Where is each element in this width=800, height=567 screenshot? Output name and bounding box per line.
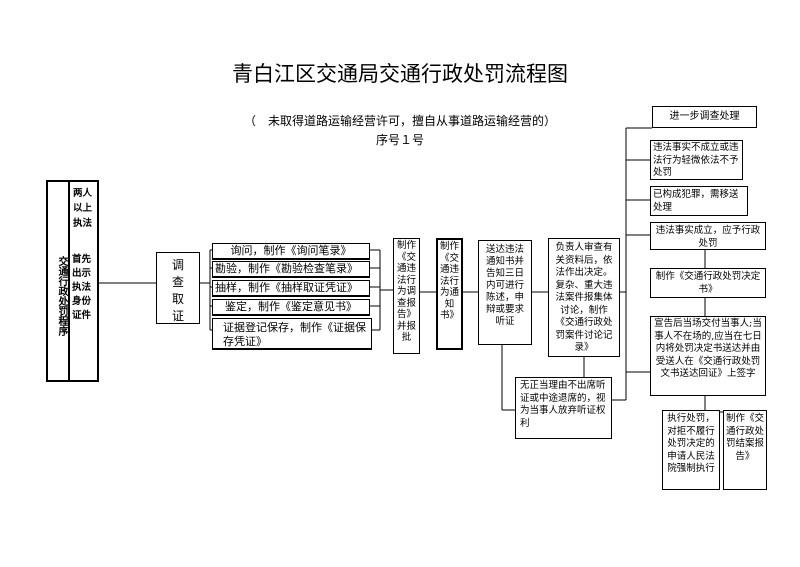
two-people-text: 两人以上执法 [73,188,93,229]
investigate-label: 调查取证 [171,258,184,323]
supervisor-review-box: 负责人审查有关资料后，依法作出决定。复杂、重大违法案件报集体讨论，制作《交通行政… [548,238,620,357]
announce-deliver-text: 宣告后当场交付当事人;当事人不在场的,应当在七日内将处罚决定书送达并由受送人在《… [654,318,762,379]
not-established-box: 违法事实不成立或违法行为轻微依法不予处罚 [650,140,743,180]
show-cert-label: 首先出示执法身份证件 [72,254,92,321]
established-text: 违法事实成立，应予行政处罚 [655,225,761,249]
report-approval-box: 制作《交通违法行为调查报告》并报批 [393,238,420,354]
further-investigation-box: 进一步调查处理 [652,106,757,128]
no-hearing-box: 无正当理由不出席听证或中途退席的，视为当事人放弃听证权利 [515,377,612,439]
page-title: 青白江区交通局交通行政处罚流程图 [232,62,568,86]
evidence-item-sampling: 抽样，制作《抽样取证凭证》 [212,280,370,297]
announce-deliver-box: 宣告后当场交付当事人;当事人不在场的,应当在七日内将处罚决定书送达并由受送人在《… [650,316,766,396]
evidence-item-inquiry: 询问，制作《询问笔录》 [212,243,370,260]
further-investigation-text: 进一步调查处理 [669,111,740,122]
show-cert-text-visible: 首先出示执法身份证件 [72,253,96,323]
notice-box: 制作《交通违法行为通知书》 [436,238,463,350]
enforcement-box: 两人以上执法 首先出示执法身份证件 [69,180,99,382]
notice-text: 制作《交通违法行为通知书》 [439,241,459,321]
established-box: 违法事实成立，应予行政处罚 [650,222,766,250]
evidence-preservation-text: 证据登记保存，制作《证据保存凭证》 [223,321,366,348]
sequence-number: 序号１号 [375,133,424,147]
evidence-item-appraisal: 鉴定，制作《鉴定意见书》 [212,299,370,316]
closing-report-text: 制作《交通行政处罚结案报告》 [725,413,764,462]
supervisor-review-text: 负责人审查有关资料后，依法作出决定。复杂、重大违法案件报集体讨论，制作《交通行政… [555,242,613,353]
procedure-label-box: 交通行政处罚程序 [46,180,70,382]
no-hearing-text: 无正当理由不出席听证或中途退席的，视为当事人放弃听证权利 [520,380,606,429]
execute-text: 执行处罚，对拒不履行处罚决定的申请人民法院强制执行 [667,413,715,474]
procedure-label: 交通行政处罚程序 [56,256,67,336]
deliver-notice-box: 送达违法通知书并告知三日内可进行陈述，申辩或要求听证 [478,240,532,345]
evidence-item-preservation: 证据登记保存，制作《证据保存凭证》 [212,318,372,350]
page-subtitle: （ 未取得道路运输经营许可，擅自从事道路运输经营的） [243,114,556,128]
deliver-notice-text: 送达违法通知书并告知三日内可进行陈述，申辩或要求听证 [485,244,524,327]
decision-doc-box: 制作《交通行政处罚决定书》 [650,268,766,298]
investigate-box: 调查取证 [156,252,200,324]
crime-transfer-box: 已构成犯罪，需移送处理 [650,186,748,216]
evidence-item-inspection: 勘验，制作《勘验检查笔录》 [212,261,370,278]
execute-box: 执行处罚，对拒不履行处罚决定的申请人民法院强制执行 [662,410,720,490]
decision-doc-text: 制作《交通行政处罚决定书》 [655,271,761,295]
closing-report-box: 制作《交通行政处罚结案报告》 [723,410,767,490]
crime-transfer-text: 已构成犯罪，需移送处理 [653,189,739,213]
not-established-text: 违法事实不成立或违法行为轻微依法不予处罚 [653,142,739,178]
report-approval-text: 制作《交通违法行为调查报告》并报批 [396,240,416,343]
